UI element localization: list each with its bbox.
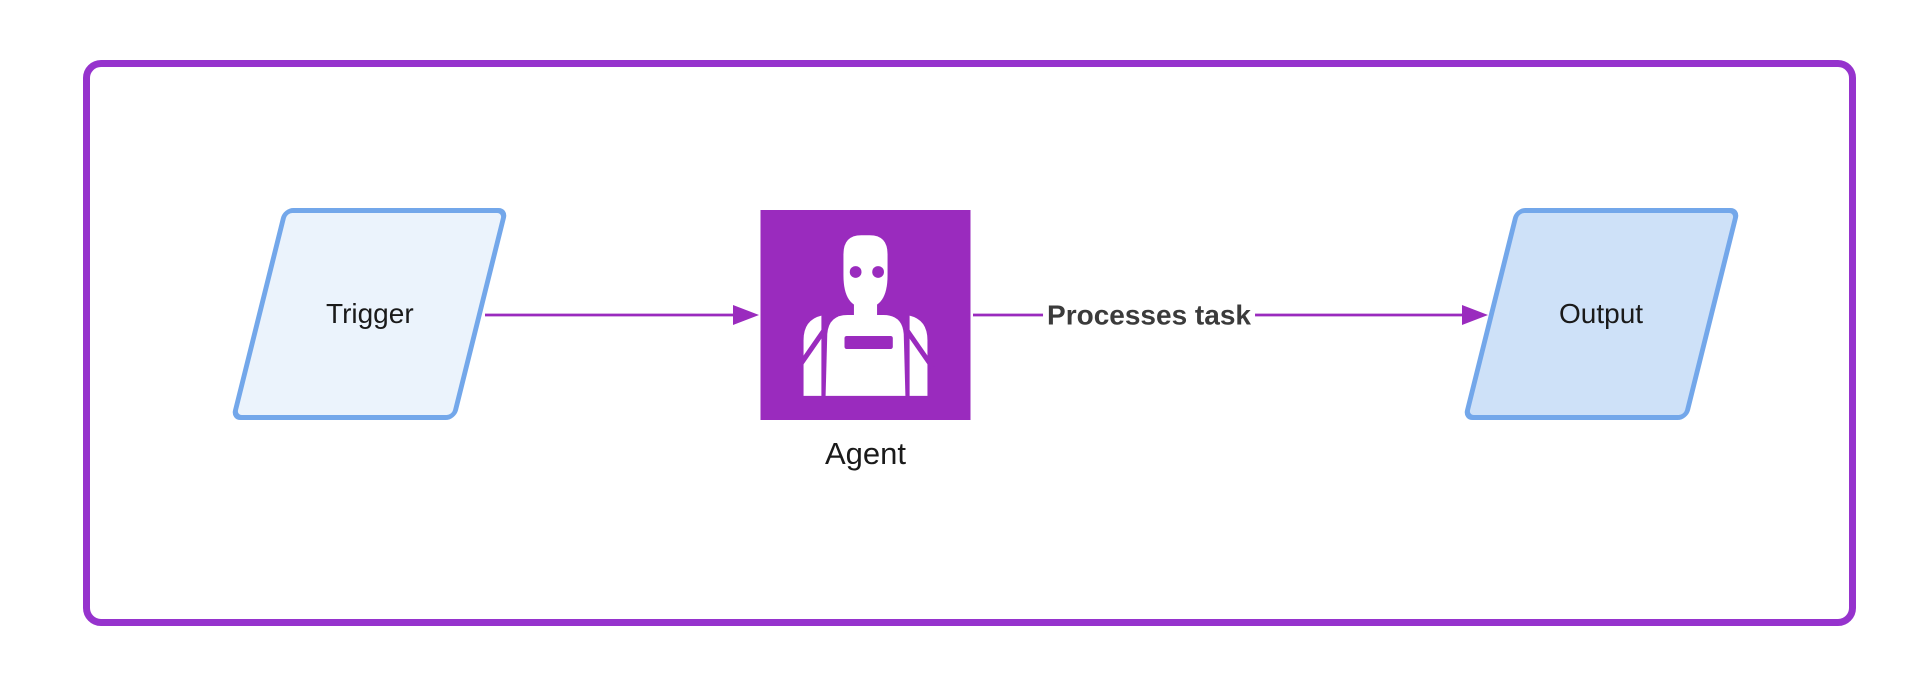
node-agent[interactable] bbox=[758, 210, 973, 420]
output-label: Output bbox=[1559, 298, 1644, 329]
robot-icon bbox=[760, 210, 971, 420]
agent-label: Agent bbox=[824, 436, 906, 471]
edge-label-processes-task: Processes task bbox=[1043, 299, 1255, 332]
trigger-label: Trigger bbox=[325, 298, 414, 329]
edge-trigger-to-agent bbox=[485, 305, 759, 325]
workflow-frame bbox=[83, 60, 1856, 626]
